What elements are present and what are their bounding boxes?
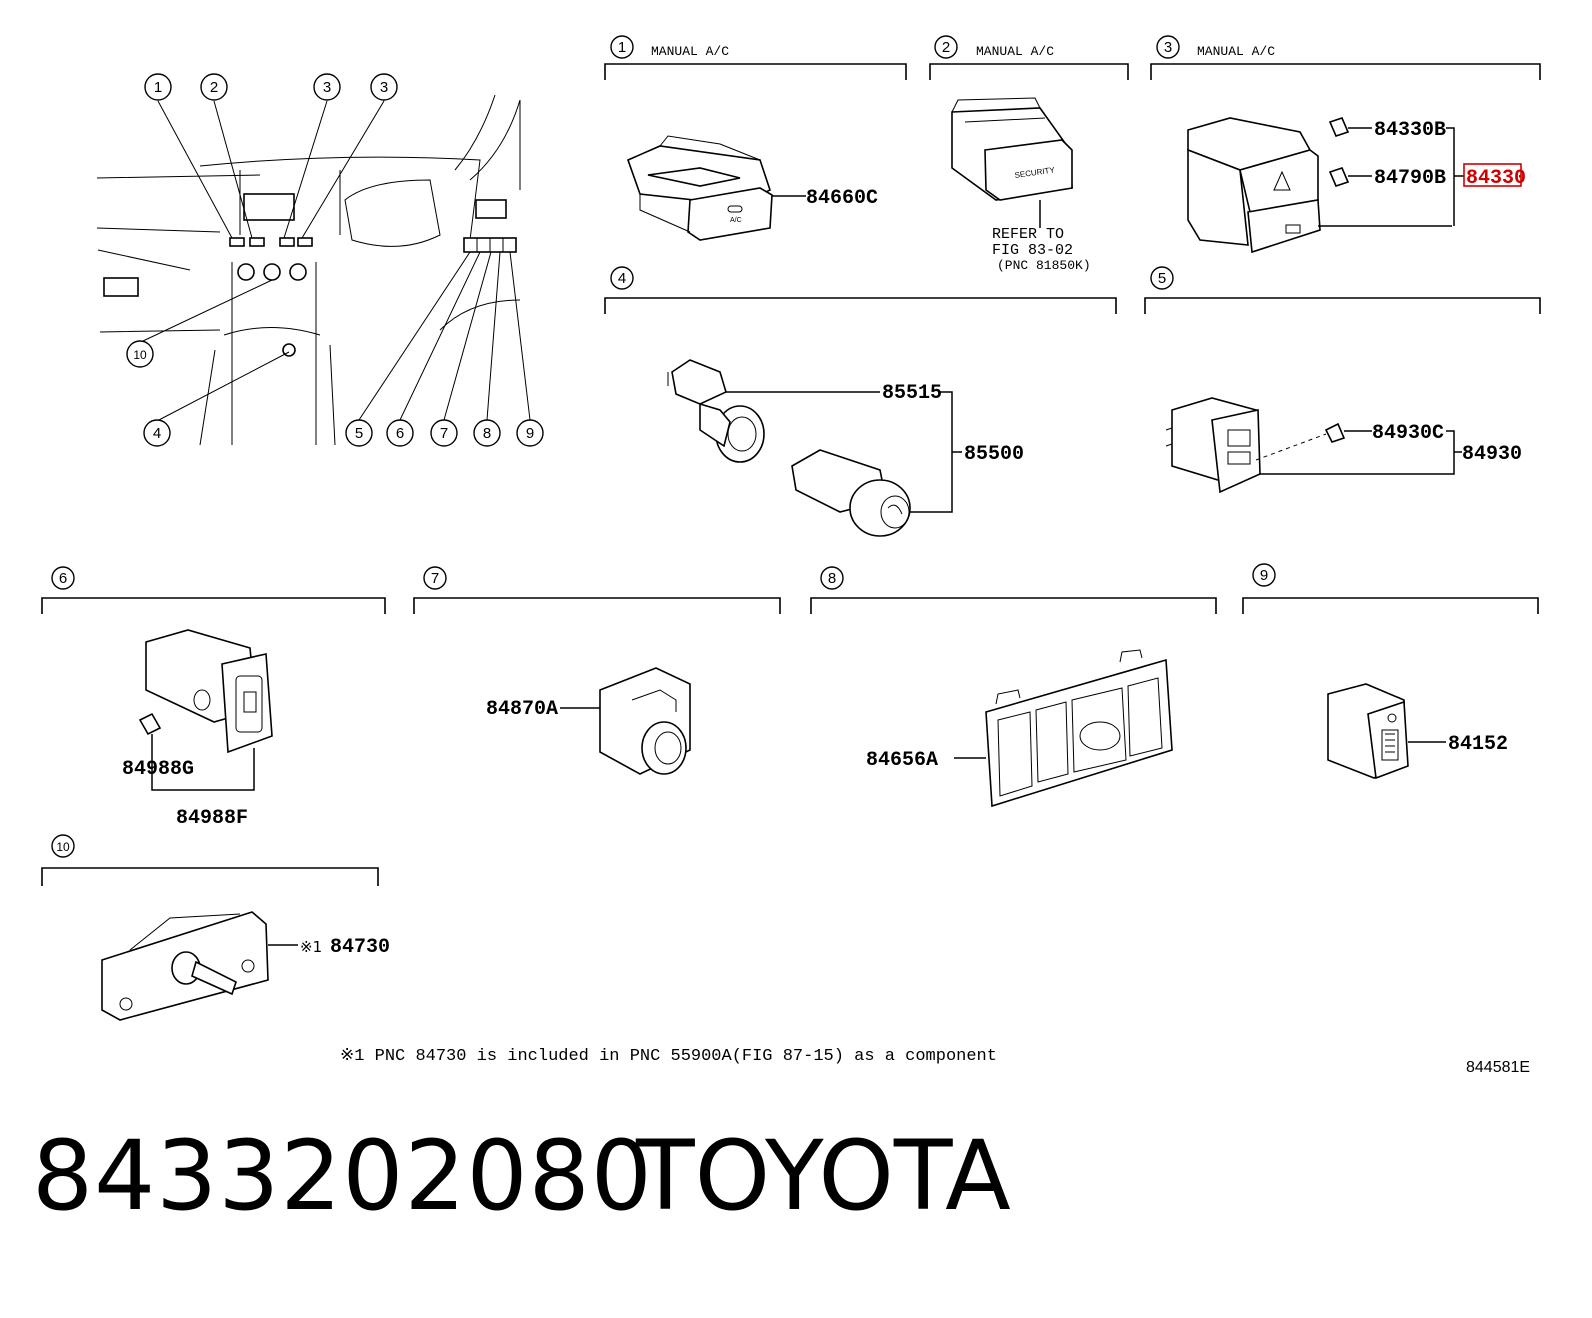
section-header-10: 10 xyxy=(41,834,379,886)
section-header-8: 8 xyxy=(810,566,1217,614)
callout-label: 6 xyxy=(396,425,404,442)
switch-84870a xyxy=(560,667,691,775)
section-number: 4 xyxy=(618,270,626,287)
section-number: 5 xyxy=(1158,270,1166,287)
refer-line-3: (PNC 81850K) xyxy=(997,258,1091,273)
section-header-1: 1 MANUAL A/C xyxy=(604,35,907,80)
section-title: MANUAL A/C xyxy=(651,44,729,59)
part-label-84660c: 84660C xyxy=(806,187,878,210)
part-label-84790b: 84790B xyxy=(1374,167,1446,190)
section-header-7: 7 xyxy=(413,566,781,614)
part-label-84330-highlighted[interactable]: 84330 xyxy=(1466,167,1526,190)
overview-switch-3b xyxy=(297,237,313,247)
part-label-84730: 84730 xyxy=(330,936,390,959)
part-label-84930c: 84930C xyxy=(1372,422,1444,445)
refer-line-1: REFER TO xyxy=(992,226,1064,243)
switch-security: SECURITY xyxy=(951,97,1073,228)
overview-callout: 1 xyxy=(144,73,172,101)
callout-label: 7 xyxy=(440,425,448,442)
overview-callout: 2 xyxy=(200,73,228,101)
overview-cigar-lighter xyxy=(282,343,296,357)
section-header-2: 2 MANUAL A/C xyxy=(929,35,1129,80)
callout-label: 10 xyxy=(133,348,147,362)
section-title: MANUAL A/C xyxy=(976,44,1054,59)
overview-callout: 3 xyxy=(313,73,341,101)
section-header-6: 6 xyxy=(41,566,386,614)
callout-label: 5 xyxy=(355,425,363,442)
refer-line-2: FIG 83-02 xyxy=(992,242,1073,259)
switch-ac-84660c: A/C xyxy=(626,135,806,241)
dashboard-overview: 1 2 3 3 10 4 5 6 7 8 9 xyxy=(96,73,544,447)
footnote: ※1 PNC 84730 is included in PNC 55900A(F… xyxy=(340,1047,997,1066)
overview-knob-center xyxy=(263,263,281,281)
section-number: 3 xyxy=(1164,39,1172,56)
section-header-3: 3 MANUAL A/C xyxy=(1150,35,1541,80)
overview-callout: 5 xyxy=(345,419,373,447)
overview-vent xyxy=(103,277,139,297)
part-label-84330b: 84330B xyxy=(1374,119,1446,142)
callout-label: 4 xyxy=(153,425,161,442)
switch-hazard-84330 xyxy=(1187,117,1464,254)
overview-callout: 7 xyxy=(430,419,458,447)
refer-note: REFER TO FIG 83-02 (PNC 81850K) xyxy=(992,226,1091,273)
section-header-4: 4 xyxy=(604,266,1117,314)
part-label-84988g: 84988G xyxy=(122,758,194,781)
figure-id: 844581E xyxy=(1466,1059,1530,1076)
section-number: 6 xyxy=(59,570,67,587)
section-title: MANUAL A/C xyxy=(1197,44,1275,59)
overview-display xyxy=(243,193,295,221)
section-header-9: 9 xyxy=(1242,563,1539,614)
section-number: 7 xyxy=(431,570,439,587)
footer-brand: TOYOTA xyxy=(636,1120,1011,1232)
overview-knob-left xyxy=(237,263,255,281)
callout-label: 3 xyxy=(323,79,331,96)
section-number: 9 xyxy=(1260,567,1268,584)
overview-callout: 10 xyxy=(126,340,154,368)
overview-callout: 4 xyxy=(143,419,171,447)
overview-callout: 8 xyxy=(473,419,501,447)
ac-switch-label: A/C xyxy=(730,217,742,224)
switch-84930 xyxy=(1165,397,1462,494)
footer-part-number: 8433202080 xyxy=(32,1120,653,1232)
part-label-85515: 85515 xyxy=(882,382,942,405)
section-number: 10 xyxy=(56,840,70,854)
callout-label: 3 xyxy=(380,79,388,96)
section-number: 1 xyxy=(618,39,626,56)
part-label-85500: 85500 xyxy=(964,443,1024,466)
callout-label: 2 xyxy=(210,79,218,96)
overview-switch-1 xyxy=(229,237,245,247)
switch-84988f xyxy=(138,629,273,791)
part-label-84152: 84152 xyxy=(1448,733,1508,756)
callout-label: 9 xyxy=(526,425,534,442)
overview-callout: 3 xyxy=(370,73,398,101)
bezel-84656a xyxy=(954,649,1173,808)
callout-label: 1 xyxy=(154,79,162,96)
overview-switch-3a xyxy=(279,237,295,247)
dimmer-84152 xyxy=(1327,683,1446,780)
part-label-84930: 84930 xyxy=(1462,443,1522,466)
part-label-84656a: 84656A xyxy=(866,749,938,772)
overview-knob-right xyxy=(289,263,307,281)
highlight-box xyxy=(1463,163,1522,187)
note-mark: ※1 xyxy=(300,938,322,956)
overview-callout: 6 xyxy=(386,419,414,447)
switch-84730 xyxy=(101,911,298,1021)
section-number: 8 xyxy=(828,570,836,587)
overview-meter xyxy=(475,199,507,219)
callout-label: 8 xyxy=(483,425,491,442)
cigar-lighter-85500 xyxy=(667,359,962,537)
part-label-84870a: 84870A xyxy=(486,698,558,721)
overview-callout: 9 xyxy=(516,419,544,447)
section-number: 2 xyxy=(942,39,950,56)
section-header-5: 5 xyxy=(1144,266,1541,314)
part-label-84988f: 84988F xyxy=(176,807,248,830)
overview-switch-2 xyxy=(249,237,265,247)
